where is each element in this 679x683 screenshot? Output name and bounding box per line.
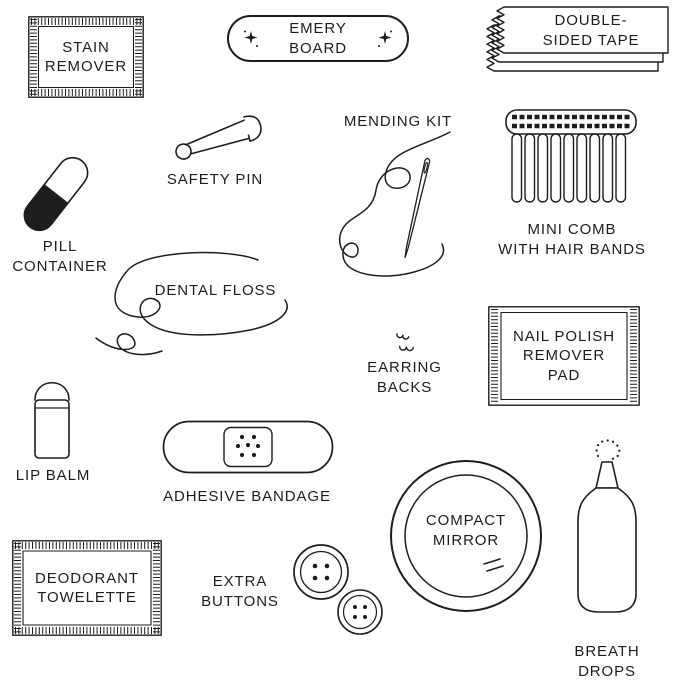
- label-line: LIP BALM: [15, 467, 91, 484]
- mending-kit-label: MENDING KIT: [328, 112, 468, 132]
- nail-polish-pad-item: NAIL POLISH REMOVER PAD: [488, 306, 640, 406]
- double-sided-tape-label: DOUBLE- SIDED TAPE: [518, 11, 664, 50]
- label-line: PAD: [547, 366, 581, 384]
- deodorant-towelette-item: DEODORANT TOWELETTE: [12, 540, 162, 636]
- label-line: NAIL POLISH: [513, 327, 615, 345]
- wipe-packet-icon: [28, 16, 144, 98]
- extra-buttons-label: EXTRA BUTTONS: [190, 572, 290, 611]
- label-line: EXTRA: [212, 573, 268, 590]
- lip-balm-label: LIP BALM: [8, 466, 98, 486]
- label-line: TOWELETTE: [37, 589, 137, 606]
- dental-floss-label: DENTAL FLOSS: [143, 281, 288, 301]
- safety-pin-label: SAFETY PIN: [160, 170, 270, 190]
- sparkle-icon: [244, 30, 258, 47]
- label-line: CONTAINER: [12, 257, 108, 275]
- mini-comb-label: MINI COMB WITH HAIR BANDS: [492, 220, 652, 259]
- label-line: DEODORANT: [35, 569, 139, 587]
- label-line: BUTTONS: [201, 592, 279, 610]
- button-icon: [337, 589, 383, 635]
- needle-and-thread-icon: [339, 131, 451, 277]
- comb-with-bands-icon: [505, 109, 637, 203]
- lip-balm-tube-icon: [34, 382, 70, 459]
- label-line: REMOVER: [522, 347, 606, 365]
- compact-mirror-icon: [390, 460, 542, 612]
- wipe-packet-icon: [12, 540, 162, 636]
- pill-capsule-icon: [23, 156, 89, 232]
- label-line: COMPACT: [425, 512, 507, 529]
- label-line: BREATH: [574, 643, 640, 660]
- emery-board-item: EMERY BOARD: [227, 15, 409, 62]
- label-line: BACKS: [376, 378, 433, 396]
- label-line: EARRING: [367, 359, 442, 376]
- deodorant-towelette-label: DEODORANT TOWELETTE: [12, 540, 162, 636]
- label-line: DROPS: [578, 662, 636, 680]
- earring-back-icon: [396, 333, 414, 352]
- wipe-packet-icon: [488, 306, 640, 406]
- safety-pin-icon: [175, 115, 262, 160]
- breath-drops-label: BREATH DROPS: [552, 642, 662, 681]
- double-sided-tape-item: DOUBLE- SIDED TAPE: [478, 4, 672, 76]
- label-line: DOUBLE-: [554, 12, 628, 29]
- label-line: REMOVER: [44, 58, 128, 75]
- floss-strand-icon: [95, 251, 288, 356]
- label-line: WITH HAIR BANDS: [498, 240, 646, 258]
- tape-stack-icon: [486, 6, 669, 72]
- compact-mirror-label: COMPACT MIRROR: [406, 511, 526, 550]
- label-line: MINI COMB: [527, 221, 617, 238]
- label-line: SAFETY PIN: [166, 171, 264, 188]
- pill-container-label: PILL CONTAINER: [0, 237, 120, 276]
- earring-backs-label: EARRING BACKS: [352, 358, 457, 397]
- bandage-icon: [162, 420, 334, 474]
- dropper-bottle-icon: [577, 439, 637, 613]
- label-line: MENDING KIT: [343, 113, 453, 130]
- label-line: MIRROR: [432, 531, 500, 549]
- label-line: STAIN: [62, 38, 110, 56]
- label-line: PILL: [42, 238, 78, 255]
- button-icon: [293, 544, 349, 600]
- emery-board-label: EMERY BOARD: [289, 20, 347, 57]
- nail-polish-pad-label: NAIL POLISH REMOVER PAD: [488, 306, 640, 406]
- adhesive-bandage-label: ADHESIVE BANDAGE: [152, 487, 342, 507]
- stain-remover-label: STAIN REMOVER: [28, 16, 144, 98]
- label-line: DENTAL FLOSS: [154, 282, 277, 299]
- stain-remover-item: STAIN REMOVER: [28, 16, 144, 98]
- sparkle-icon: [378, 30, 392, 47]
- label-line: SIDED TAPE: [542, 31, 640, 49]
- label-line: ADHESIVE BANDAGE: [163, 488, 331, 505]
